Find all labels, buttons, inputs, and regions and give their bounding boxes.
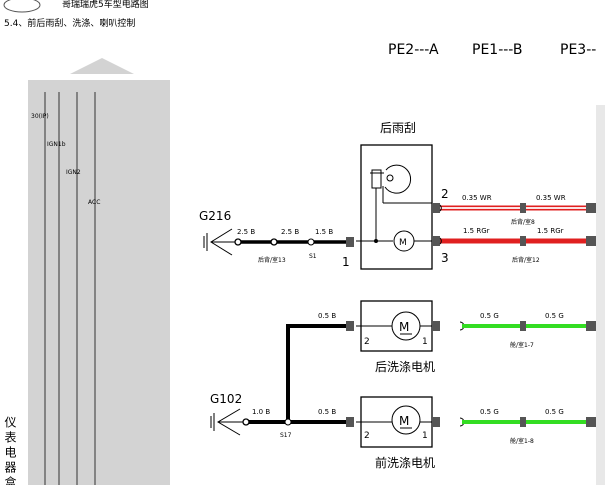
rear-washer-pin-2: 2 [364,337,370,347]
ground-g216-circuit: G216 2.5 B 2.5 B 1.5 B S1 后背/室13 [199,209,354,264]
rear-washer-green-2: 0.5 G [545,312,564,320]
rear-wiper-pin-3: 3 [441,251,449,265]
rail-acc: ACC [88,199,100,206]
front-washer-wire-in: 0.5 B [318,408,336,416]
page-edge [596,105,605,485]
g216-wire-3: 1.5 B [315,228,333,236]
front-washer-green-2: 0.5 G [545,408,564,416]
rear-washer: M 2 1 后洗涤电机 0.5 B 0.5 G 0.5 G 舱/室1-7 [286,300,596,422]
g216-label: G216 [199,209,231,223]
splice-s17-icon [284,418,292,426]
rear-wiper: 后雨刮 M 2 1 3 [342,121,449,270]
pe-label-1: PE2---A [388,42,439,58]
front-washer-pin-2: 2 [364,431,370,441]
section-title: 5.4、前后雨刮、洗涤、喇叭控制 [4,17,135,29]
panel-body [28,80,170,485]
rgr-wire-2: 1.5 RGr [537,227,564,235]
front-washer: M 2 1 前洗涤电机 0.5 B 0.5 G 0.5 G 舱/室1-8 [318,396,596,470]
rear-washer-green-1: 0.5 G [480,312,499,320]
header: 哥瑞瑞虎5车型电路图 5.4、前后雨刮、洗涤、喇叭控制 PE2---A PE1-… [3,0,596,58]
front-washer-pin-1: 1 [422,431,428,441]
rear-washer-connector: 舱/室1-7 [510,341,534,349]
wr-wire-1: 0.35 WR [462,194,492,202]
pe-label-3: PE3-- [560,42,596,58]
top-title: 哥瑞瑞虎5车型电路图 [62,0,149,10]
rear-washer-wire-in: 0.5 B [318,312,336,320]
rgr-connector: 后背/室12 [512,256,540,264]
g216-wire-1: 2.5 B [237,228,255,236]
g216-connector: 后背/室13 [258,256,286,264]
wr-connector: 后背/室8 [511,218,535,226]
rear-washer-motor-label: M [399,320,409,334]
front-washer-motor-label: M [399,414,409,428]
rail-30ip: 30(IP) [31,113,49,120]
front-washer-motor-icon [391,405,421,435]
rear-wiper-motor-label: M [399,238,407,248]
rear-wiper-pin-2: 2 [441,187,449,201]
rear-washer-pin-1: 1 [422,337,428,347]
wr-wire-2: 0.35 WR [536,194,566,202]
rear-washer-label: 后洗涤电机 [375,360,435,374]
rear-wiper-output-wires: 0.35 WR 0.35 WR 后背/室8 1.5 RGr 1.5 RGr 后背… [432,194,596,264]
splice-s17-label: S17 [280,432,292,439]
rear-wiper-title: 后雨刮 [380,121,416,135]
rgr-wire-1: 1.5 RGr [463,227,490,235]
panel-arrow [70,58,134,74]
rear-wiper-box [360,144,433,270]
g216-wire-2: 2.5 B [281,228,299,236]
g102-wire-1: 1.0 B [252,408,270,416]
splice-s1-label: S1 [309,253,317,260]
wiper-cam-icon [384,164,412,194]
fuse-box-panel: 30(IP) IGN1b IGN2 ACC 仪表电器盒 [3,58,170,485]
fuse-box-label: 仪表电器盒 [3,416,17,485]
front-washer-connector: 舱/室1-8 [510,437,534,445]
g102-label: G102 [210,392,242,406]
front-washer-label: 前洗涤电机 [375,455,435,470]
pe-label-2: PE1---B [472,42,522,58]
brand-logo-icon [3,0,41,13]
splice-s1-icon [307,238,315,246]
front-washer-green-1: 0.5 G [480,408,499,416]
ground-g102-circuit: G102 1.0 B S17 [210,392,346,439]
rail-ign1b: IGN1b [47,141,66,148]
rail-ign2: IGN2 [66,169,81,176]
rear-wiper-pin-1: 1 [342,255,350,269]
